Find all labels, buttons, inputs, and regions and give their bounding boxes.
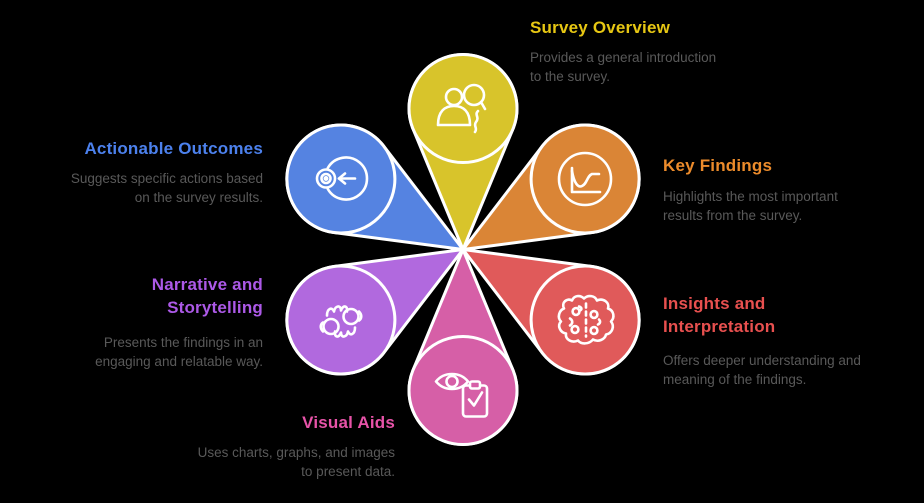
- label-block-insights-and-interpretation: Insights and Interpretation Offers deepe…: [663, 292, 863, 389]
- petal-title: Survey Overview: [530, 18, 671, 37]
- petal-title: Narrative and Storytelling: [151, 275, 263, 317]
- petal-title: Visual Aids: [302, 413, 395, 432]
- petal-description: Presents the findings in an engaging and…: [95, 335, 263, 369]
- label-block-narrative-and-storytelling: Narrative and Storytelling Presents the …: [63, 273, 263, 371]
- petal-title: Key Findings: [663, 156, 773, 175]
- line-chart-icon: [557, 151, 613, 207]
- label-block-actionable-outcomes: Actionable Outcomes Suggests specific ac…: [63, 137, 263, 207]
- petal-narrative-and-storytelling: [285, 247, 467, 376]
- petal-title: Insights and Interpretation: [663, 294, 776, 336]
- petal-description: Suggests specific actions based on the s…: [70, 171, 263, 205]
- petal-description: Provides a general introduction to the s…: [530, 50, 717, 84]
- petal-description: Offers deeper understanding and meaning …: [663, 353, 861, 387]
- brain-icon: [557, 294, 615, 345]
- petal-title: Actionable Outcomes: [84, 139, 263, 158]
- sign-language-icon: [319, 305, 363, 338]
- user-search-icon: [436, 83, 487, 134]
- petal-description: Highlights the most important results fr…: [663, 189, 838, 223]
- petal-description: Uses charts, graphs, and images to prese…: [197, 445, 395, 479]
- eye-checklist-icon: [434, 372, 489, 418]
- label-block-survey-overview: Survey Overview Provides a general intro…: [530, 16, 720, 86]
- label-block-visual-aids: Visual Aids Uses charts, graphs, and ima…: [195, 411, 395, 481]
- label-block-key-findings: Key Findings Highlights the most importa…: [663, 154, 878, 225]
